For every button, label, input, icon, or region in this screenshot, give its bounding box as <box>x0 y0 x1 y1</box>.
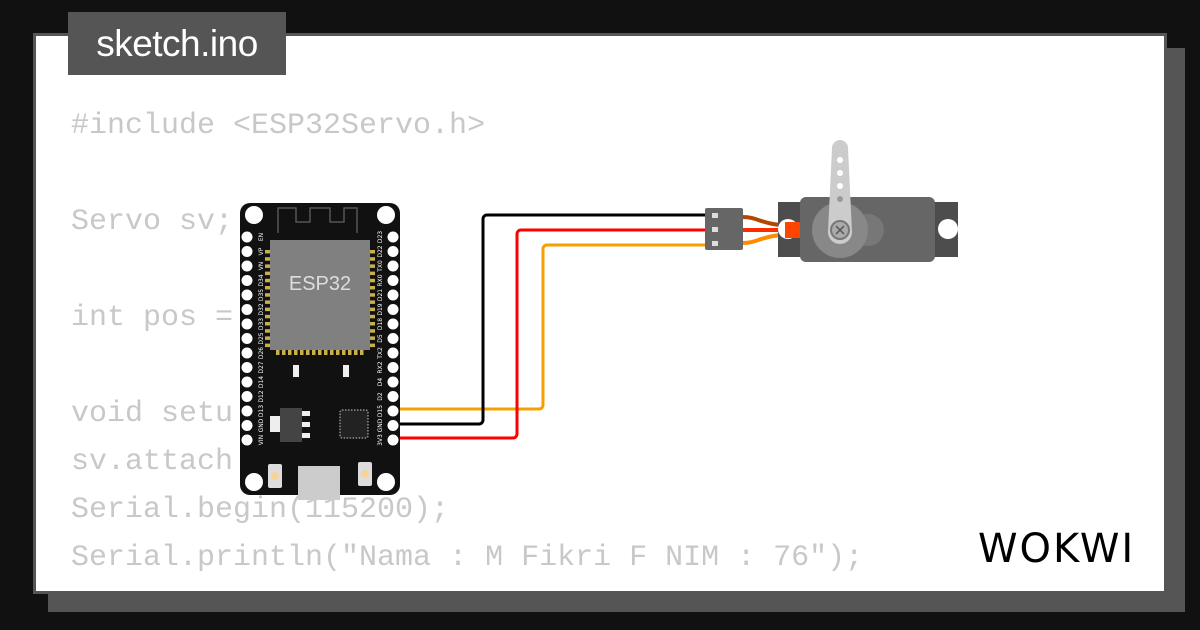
pin-label: RX2 <box>377 361 384 373</box>
code-line: } <box>71 582 863 591</box>
pin-left-d27[interactable] <box>241 362 253 373</box>
pin-label: D2 <box>377 392 384 401</box>
usb-port <box>298 466 340 500</box>
esp32-chip <box>270 240 370 350</box>
pin-right-tx2[interactable] <box>387 347 399 359</box>
code-line: #include <ESP32Servo.h> <box>71 109 486 143</box>
pin-right-d23[interactable] <box>387 231 399 243</box>
code-preview: #include <ESP32Servo.h> Servo sv; int po… <box>71 102 864 591</box>
pin-left-d14[interactable] <box>241 376 253 388</box>
pin-label: TX2 <box>377 347 384 360</box>
pin-label: D27 <box>258 361 265 373</box>
pin-right-d5[interactable] <box>387 333 399 344</box>
servo-motor[interactable] <box>778 140 958 262</box>
pin-label: D15 <box>377 405 384 417</box>
servo-horn <box>828 140 852 244</box>
pin-label: D14 <box>258 376 265 388</box>
pin-right-d15[interactable] <box>387 405 399 417</box>
pin-label: D22 <box>377 245 384 257</box>
pin-right-d4[interactable] <box>387 376 399 388</box>
pin-left-gnd[interactable] <box>241 420 253 431</box>
pin-right-d21[interactable] <box>387 289 399 301</box>
power-wire[interactable] <box>395 228 708 440</box>
pin-label: RX0 <box>377 274 384 286</box>
pin-left-d33[interactable] <box>241 318 253 330</box>
pin-label: VN <box>258 262 265 271</box>
pin-label: D25 <box>258 332 265 344</box>
pin-left-d12[interactable] <box>241 391 253 402</box>
pin-label: D5 <box>377 334 384 343</box>
pin-label: GND <box>258 418 265 432</box>
antenna <box>277 207 358 233</box>
pin-label: EN <box>258 233 265 241</box>
file-tab[interactable]: sketch.ino <box>68 12 286 75</box>
pin-left-en[interactable] <box>241 231 253 243</box>
pin-right-d22[interactable] <box>387 246 399 257</box>
code-line: int pos = <box>71 301 234 335</box>
pin-label: D21 <box>377 289 384 301</box>
pin-right-rx2[interactable] <box>387 362 399 373</box>
boot-button[interactable] <box>268 464 282 488</box>
pin-right-d2[interactable] <box>387 391 399 402</box>
code-line: Serial.println("Nama : M Fikri F NIM : 7… <box>71 541 864 575</box>
pin-label: D4 <box>377 378 384 387</box>
pin-label: D19 <box>377 303 384 315</box>
pin-left-d13[interactable] <box>241 405 253 417</box>
pin-label: D18 <box>377 318 384 330</box>
esp32-board[interactable]: ESP32 ENVPVND34D35D32D33D25D26D27D14D12D… <box>240 203 400 500</box>
wokwi-logo: WOKWI <box>978 526 1136 572</box>
pin-right-rx0[interactable] <box>387 275 399 286</box>
code-line: Servo sv; <box>71 205 234 239</box>
voltage-regulator <box>280 408 302 442</box>
pin-left-d26[interactable] <box>241 347 253 359</box>
pin-right-3v3[interactable] <box>387 434 399 446</box>
pin-right-d18[interactable] <box>387 318 399 330</box>
pin-left-d32[interactable] <box>241 304 253 315</box>
screw-icon <box>835 225 845 235</box>
pin-right-gnd[interactable] <box>387 420 399 431</box>
pin-label: VIN <box>258 435 265 445</box>
code-card: #include <ESP32Servo.h> Servo sv; int po… <box>33 33 1167 594</box>
chip-label: ESP32 <box>289 273 351 295</box>
pin-left-d34[interactable] <box>241 275 253 286</box>
ground-wire[interactable] <box>395 213 708 426</box>
pin-label: D23 <box>377 231 384 243</box>
pin-label: 3V3 <box>377 434 384 446</box>
pin-left-d35[interactable] <box>241 289 253 301</box>
pin-label: D32 <box>258 303 265 315</box>
pin-left-d25[interactable] <box>241 333 253 344</box>
pin-label: D35 <box>258 289 265 301</box>
code-line: Serial.begin(115200); <box>71 493 450 527</box>
pin-label: D26 <box>258 347 265 359</box>
pin-left-vin[interactable] <box>241 434 253 446</box>
pin-label: VP <box>258 247 265 255</box>
usb-chip <box>339 409 369 439</box>
signal-wire[interactable] <box>395 243 708 411</box>
code-line: void setu <box>71 397 234 431</box>
pin-right-d19[interactable] <box>387 304 399 315</box>
pin-right-tx0[interactable] <box>387 260 399 272</box>
code-line: sv.attach <box>71 445 234 479</box>
pin-left-vn[interactable] <box>241 260 253 272</box>
reset-button[interactable] <box>358 462 372 486</box>
pin-label: D33 <box>258 318 265 330</box>
pin-label: TX0 <box>377 260 384 273</box>
pin-left-vp[interactable] <box>241 246 253 257</box>
pin-label: D34 <box>258 274 265 286</box>
pin-label: D12 <box>258 390 265 402</box>
pin-label: GND <box>377 418 384 432</box>
pin-label: D13 <box>258 405 265 417</box>
servo-connector <box>705 208 743 250</box>
